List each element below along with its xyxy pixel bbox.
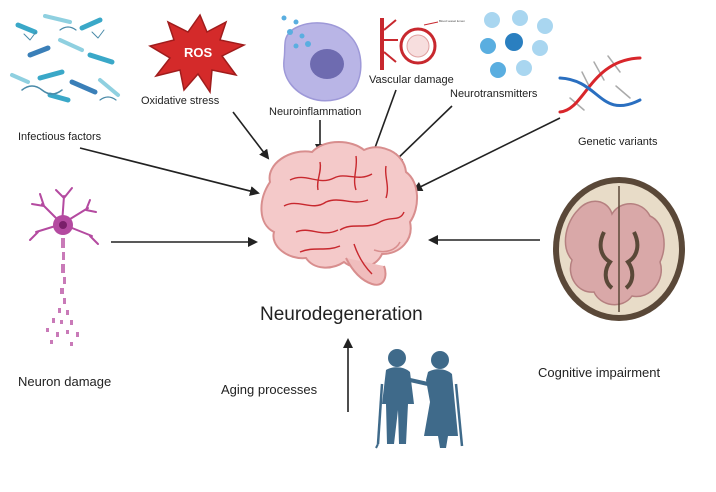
- label-neurotransmitters: Neurotransmitters: [450, 88, 538, 100]
- atrophied-brain-slice-icon: [553, 177, 685, 321]
- damaged-neuron-icon: [29, 187, 99, 346]
- blood-vessel-icon: [380, 18, 439, 70]
- dna-helix-icon: [558, 55, 642, 114]
- label-neuron-damage: Neuron damage: [18, 374, 112, 389]
- vessel-lumen-tag: Blood vessel lumen: [439, 19, 466, 23]
- label-neurodegeneration: Neurodegeneration: [260, 304, 423, 325]
- label-neuroinflammation: Neuroinflammation: [269, 106, 362, 118]
- molecules-icon: [480, 10, 553, 78]
- microglia-cell-icon: [281, 15, 362, 102]
- label-cognitive-impairment: Cognitive impairment: [538, 365, 661, 380]
- label-infectious-factors: Infectious factors: [18, 131, 102, 143]
- label-oxidative-stress: Oxidative stress: [141, 95, 220, 107]
- elderly-couple-icon: [375, 349, 464, 449]
- label-aging-processes: Aging processes: [221, 382, 318, 397]
- arrow-genetic: [412, 117, 561, 191]
- arrows: [79, 89, 561, 412]
- brain-icon: [260, 141, 418, 286]
- arrow-infectious: [79, 147, 260, 196]
- arrow-vascular: [370, 89, 397, 158]
- arrow-oxidative: [232, 111, 270, 160]
- ros-badge-label: ROS: [184, 45, 213, 60]
- label-vascular-damage: Vascular damage: [369, 74, 454, 86]
- label-genetic-variants: Genetic variants: [578, 136, 658, 148]
- bacteria-icon: [10, 14, 120, 103]
- arrow-neurotransmitters: [392, 105, 453, 164]
- ros-burst-icon: [148, 13, 247, 95]
